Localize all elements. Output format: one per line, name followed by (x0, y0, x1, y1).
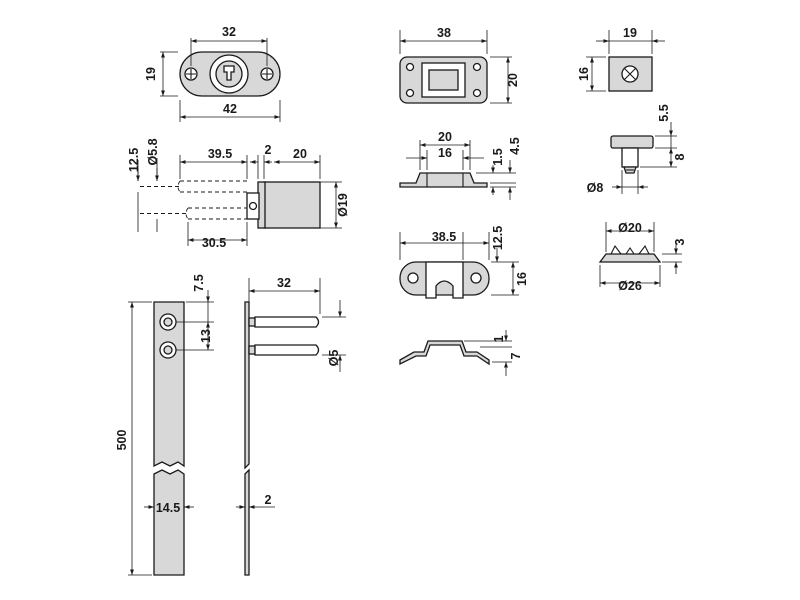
strike-plate-side-view: 20 16 1.5 4.5 (399, 130, 522, 200)
dim-top-width: 32 (222, 25, 236, 39)
dim-strike-height: 20 (506, 73, 520, 87)
guide-hole-left-icon (407, 272, 419, 284)
dim-strike-depth-total: 4.5 (508, 137, 522, 154)
guide-side-view: 1 7 (399, 330, 523, 376)
dim-block-height: 16 (577, 67, 591, 81)
dim-flange: 2 (265, 143, 272, 157)
strike-plate-front-view: 38 20 (399, 26, 520, 104)
strike-hole-tl-icon (405, 62, 415, 72)
dim-guide-height: 16 (515, 272, 529, 286)
dim-block-width: 19 (623, 26, 637, 40)
rod-upper-part (153, 301, 185, 468)
rosette-side-view: Ø20 3 Ø26 (598, 221, 687, 293)
dim-cap-head-height: 5.5 (657, 104, 671, 121)
lock-housing (263, 181, 321, 229)
dim-rosette-height: 3 (673, 238, 687, 245)
strike-hole-tr-icon (472, 62, 482, 72)
mount-screw-icon (248, 201, 258, 211)
small-block-front-view: 19 16 (577, 26, 665, 92)
dim-body-diameter: Ø19 (336, 193, 350, 217)
rod-pin-lower (254, 344, 320, 356)
dim-lower-length: 30.5 (202, 236, 226, 250)
guide-hole-right-icon (470, 272, 482, 284)
rod-side-view: 32 Ø5 2 (236, 276, 346, 576)
dim-pin-length: 32 (277, 276, 291, 290)
cap-shank (621, 147, 639, 168)
guide-profile (399, 340, 490, 366)
dim-overall-width: 42 (223, 102, 237, 116)
dim-height: 19 (144, 67, 158, 81)
dim-strike-width: 38 (437, 26, 451, 40)
dim-cap-shank-diameter: Ø8 (587, 181, 604, 195)
dim-rod-pin-diameter: Ø5 (327, 350, 341, 367)
dim-top-offset: 7.5 (192, 274, 206, 291)
dim-rod-thickness: 2 (265, 493, 272, 507)
dim-bolt-length: 39.5 (208, 147, 232, 161)
cap-side-view: 5.5 8 Ø8 (587, 104, 687, 195)
dim-hole-pitch: 13 (199, 329, 213, 343)
dim-body-length: 20 (293, 147, 307, 161)
rod-front-view: 7.5 13 500 14.5 (115, 274, 214, 576)
dim-rod-length: 500 (115, 430, 129, 451)
dim-cap-shank-height: 8 (673, 153, 687, 160)
dim-guide-depth: 7 (509, 352, 523, 359)
rod-pin-upper (254, 316, 320, 328)
strike-profile (399, 172, 488, 188)
strike-hole-bl-icon (405, 88, 415, 98)
dim-pin-offset: 12.5 (127, 148, 141, 172)
dim-strike-outer-width: 20 (438, 130, 452, 144)
rosette-body (598, 253, 662, 263)
dim-strike-depth-small: 1.5 (491, 148, 505, 165)
rod-strip-lower (244, 468, 250, 576)
keyway-icon (223, 65, 235, 81)
guide-front-view: 38.5 12.5 16 (399, 226, 529, 299)
lock-side-view: 12.5 Ø5.8 39.5 2 20 Ø19 30.5 (127, 138, 350, 250)
dim-strike-inner-width: 16 (438, 146, 452, 160)
dim-rod-width: 14.5 (156, 501, 180, 515)
lock-body-front-view: 32 42 19 (144, 25, 281, 122)
cap-head (610, 135, 654, 149)
dim-pin-diameter: Ø5.8 (146, 138, 160, 165)
rod-lower-part (153, 469, 185, 576)
rod-strip-upper (244, 301, 250, 470)
strike-hole-br-icon (472, 88, 482, 98)
dim-guide-thickness: 1 (492, 335, 506, 342)
dim-rosette-outer-diameter: Ø26 (618, 279, 642, 293)
dim-guide-width: 38.5 (432, 230, 456, 244)
dim-rosette-inner-diameter: Ø20 (618, 221, 642, 235)
dim-guide-offset: 12.5 (491, 226, 505, 250)
guide-loop (425, 261, 464, 299)
